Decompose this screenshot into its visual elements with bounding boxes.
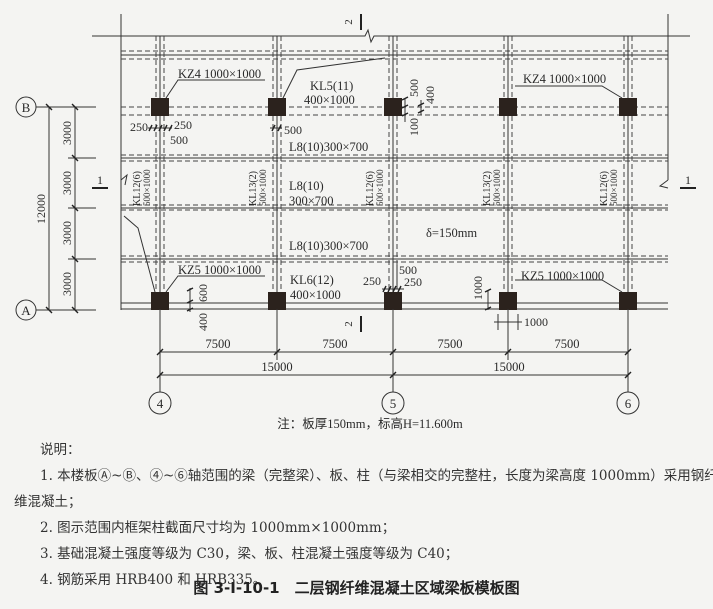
dim-a-col-1000-h: 1000 xyxy=(524,315,548,329)
label-kl12-right-2: 500×1000 xyxy=(609,169,619,206)
label-kl12-left-2: 500×1000 xyxy=(142,169,152,206)
floor-plan-drawing: .ln { stroke:#333; stroke-width:1; fill:… xyxy=(15,14,696,430)
note-slab-elevation: 注：板厚150mm，标高H=11.600m xyxy=(277,416,463,430)
section-mark-2-bottom: 2 xyxy=(343,316,362,332)
axis-bubble-6: 6 xyxy=(616,391,640,415)
label-kl13-right-2: 500×1000 xyxy=(492,169,502,206)
label-kl5-1: KL5(11) xyxy=(310,79,353,93)
axis-bubble-A: A xyxy=(15,299,37,321)
column-a-2 xyxy=(268,292,286,310)
column-b5 xyxy=(384,98,402,116)
beam-lines-vertical xyxy=(155,36,633,303)
dim-ticks-b5 xyxy=(401,96,425,122)
column-kz5-a4 xyxy=(151,292,169,310)
svg-text:2: 2 xyxy=(343,19,355,25)
note-item-4: 4. 钢筋采用 HRB400 和 HRB335。 xyxy=(40,572,267,588)
bottom-dimensions xyxy=(156,309,632,392)
label-kl12-right-1: KL12(6) xyxy=(599,171,610,206)
note-item-1-line-2: 维混凝土； xyxy=(14,494,82,510)
svg-text:5: 5 xyxy=(390,396,397,411)
label-kl12-left-1: KL12(6) xyxy=(132,171,143,206)
dim-7500-1: 7500 xyxy=(206,337,231,351)
dim-7500-2: 7500 xyxy=(323,337,348,351)
dim-15000-2: 15000 xyxy=(493,360,524,374)
dim-b4-250-right: 250 xyxy=(174,118,192,132)
note-item-3: 3. 基础混凝土强度等级为 C30，梁、板、柱混凝土强度等级为 C40； xyxy=(40,546,459,562)
dim-ticks-a4 xyxy=(186,287,194,312)
dim-3000-4: 3000 xyxy=(60,272,74,296)
dim-b5-400: 400 xyxy=(423,86,437,104)
svg-text:B: B xyxy=(22,100,31,115)
label-l8-bottom: L8(10)300×700 xyxy=(289,239,368,253)
label-kl6-1: KL6(12) xyxy=(290,273,334,287)
dim-3000-1: 3000 xyxy=(60,121,74,145)
label-kl13-left-1: KL13(2) xyxy=(248,171,259,206)
column-kz5-a6 xyxy=(619,292,637,310)
label-kz5-right: KZ5 1000×1000 xyxy=(521,269,604,283)
label-kl5-2: 400×1000 xyxy=(304,93,355,107)
svg-text:A: A xyxy=(21,303,31,318)
note-item-2: 2. 图示范围内框架柱截面尺寸均为 1000mm×1000mm； xyxy=(40,520,396,536)
column-a5 xyxy=(384,292,402,310)
dim-12000: 12000 xyxy=(34,194,48,224)
svg-text:2: 2 xyxy=(343,321,355,327)
leader-lines xyxy=(123,57,623,293)
column-b-2 xyxy=(268,98,286,116)
label-l8-mid-2: 300×700 xyxy=(289,194,334,208)
dim-b5-500: 500 xyxy=(407,79,421,97)
section-mark-2-top: 2 xyxy=(343,14,362,30)
label-kl12-mid-2: 500×1000 xyxy=(375,169,385,206)
label-l8-top: L8(10)300×700 xyxy=(289,140,368,154)
dim-ticks-a-col xyxy=(484,288,522,330)
label-kz5-left: KZ5 1000×1000 xyxy=(178,263,261,277)
axis-bubble-B: B xyxy=(15,96,37,118)
dim-ticks-b4 xyxy=(148,124,282,132)
svg-text:4: 4 xyxy=(157,396,164,411)
label-kl6-2: 400×1000 xyxy=(290,288,341,302)
label-kl12-mid-1: KL12(6) xyxy=(365,171,376,206)
label-kz4-left: KZ4 1000×1000 xyxy=(178,67,261,81)
notes-heading: 说明： xyxy=(40,442,81,458)
column-kz4-b6 xyxy=(619,98,637,116)
dim-3000-3: 3000 xyxy=(60,221,74,245)
column-kz4-b4 xyxy=(151,98,169,116)
label-kl13-left-2: 500×1000 xyxy=(258,169,268,206)
column-a-4 xyxy=(499,292,517,310)
dim-7500-4: 7500 xyxy=(555,337,580,351)
svg-text:1: 1 xyxy=(685,173,691,187)
svg-text:1: 1 xyxy=(97,173,103,187)
dim-b5-100: 100 xyxy=(407,118,421,136)
column-b-4 xyxy=(499,98,517,116)
section-mark-1-right: 1 xyxy=(680,173,696,189)
dim-ticks-a5 xyxy=(382,265,404,293)
dim-b-500: 500 xyxy=(284,123,302,137)
note-item-1-line-1: 1. 本楼板Ⓐ~Ⓑ、④~⑥轴范围的梁（完整梁）、板、柱（与梁相交的完整柱，长度为… xyxy=(40,468,713,484)
label-kz4-right: KZ4 1000×1000 xyxy=(523,72,606,86)
dim-15000-1: 15000 xyxy=(261,360,292,374)
dim-a5-250-right: 250 xyxy=(404,275,422,289)
dim-b4-500: 500 xyxy=(170,133,188,147)
dim-a4-400: 400 xyxy=(196,313,210,331)
dim-a4-600: 600 xyxy=(196,284,210,302)
label-kl13-right-1: KL13(2) xyxy=(482,171,493,206)
dim-7500-3: 7500 xyxy=(438,337,463,351)
label-slab-thickness: δ=150mm xyxy=(426,226,477,240)
axis-bubble-5: 5 xyxy=(381,391,405,415)
dim-a-col-1000-v: 1000 xyxy=(471,276,485,300)
dim-b4-250-left: 250 xyxy=(130,120,148,134)
dim-a5-250-left: 250 xyxy=(363,274,381,288)
top-break-line xyxy=(92,14,690,310)
svg-text:6: 6 xyxy=(625,396,632,411)
section-mark-1-left: 1 xyxy=(92,173,108,189)
dim-a5-500: 500 xyxy=(399,263,417,277)
dim-3000-2: 3000 xyxy=(60,171,74,195)
figure-caption: 图 3-Ⅰ-10-1 二层钢纤维混凝土区域梁板模板图 xyxy=(193,579,520,597)
label-l8-mid-1: L8(10) xyxy=(289,179,324,193)
columns xyxy=(151,98,637,310)
axis-bubble-4: 4 xyxy=(148,391,172,415)
left-dimensions xyxy=(36,103,96,314)
